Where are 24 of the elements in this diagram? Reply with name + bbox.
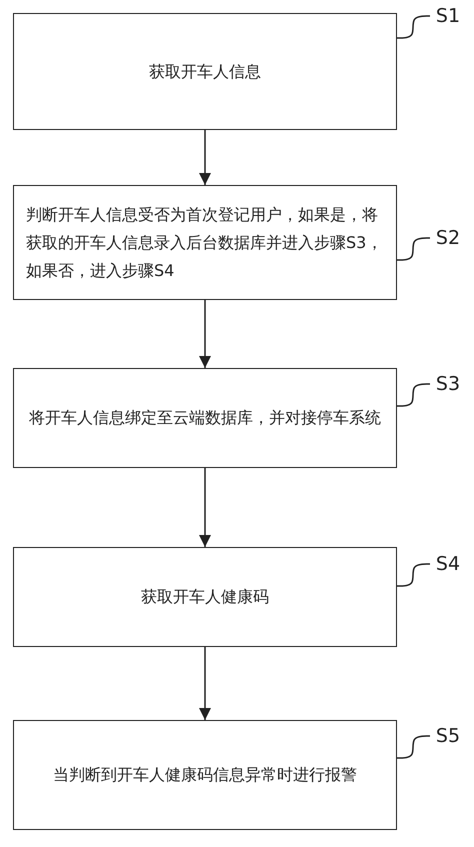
arrow — [199, 468, 211, 547]
process-box — [13, 368, 397, 468]
process-box — [13, 185, 397, 300]
arrow — [199, 130, 211, 185]
step-label: S1 — [436, 5, 460, 27]
step-label: S3 — [436, 373, 460, 395]
step-text: 当判断到开车人健康码信息异常时进行报警 — [53, 764, 357, 786]
step-label: S2 — [436, 227, 460, 249]
step-text: 获取开车人健康码 — [141, 586, 269, 608]
process-box — [13, 720, 397, 830]
leader-line — [397, 237, 430, 261]
step-text: 获取开车人信息 — [149, 60, 261, 82]
process-box — [13, 13, 397, 130]
leader-line — [397, 383, 430, 407]
leader-line — [397, 563, 430, 587]
step-label: S4 — [436, 553, 460, 575]
leader-line — [397, 15, 430, 39]
arrow — [199, 647, 211, 720]
process-box — [13, 547, 397, 647]
arrow — [199, 300, 211, 368]
step-label: S5 — [436, 725, 460, 747]
step-text: 将开车人信息绑定至云端数据库，并对接停车系统 — [29, 407, 381, 429]
leader-line — [397, 735, 430, 759]
step-text: 判断开车人信息受否为首次登记用户，如果是，将获取的开车人信息录入后台数据库并进入步骤S3，如果否，进入步骤S4 — [26, 204, 384, 282]
